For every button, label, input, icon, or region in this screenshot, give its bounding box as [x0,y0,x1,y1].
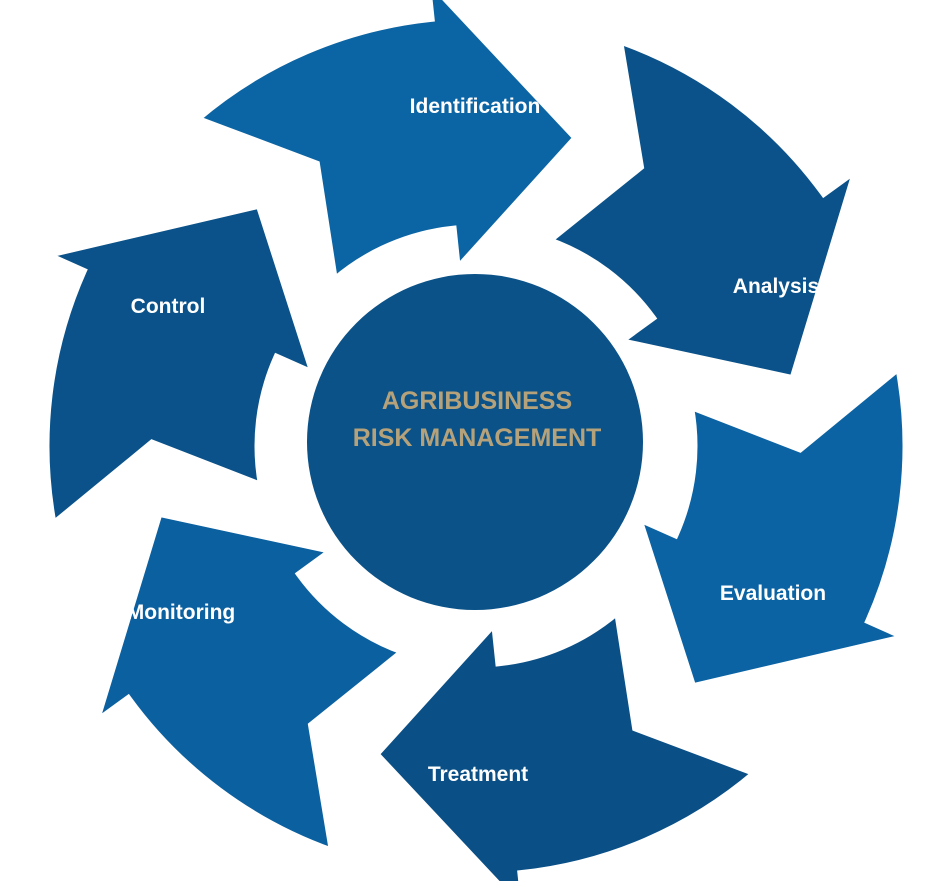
center-circle [307,274,643,610]
stage-arrow-evaluation [632,361,917,691]
stage-label-control: Control [131,295,206,318]
center-title-line-2: RISK MANAGEMENT [353,424,602,452]
center-title-line-1: AGRIBUSINESS [382,387,572,415]
stage-arrow-treatment [371,605,763,881]
stage-arrow-analysis [541,35,863,383]
stage-label-identification: Identification [410,95,541,118]
stage-label-monitoring: Monitoring [127,601,235,624]
cycle-labels: Identification Analysis Evaluation Treat… [127,95,826,786]
stage-label-treatment: Treatment [428,763,528,786]
stage-label-evaluation: Evaluation [720,582,826,605]
stage-arrow-control [35,201,320,531]
stage-arrow-identification [189,0,581,287]
stage-label-analysis: Analysis [733,275,819,298]
cycle-segments [35,0,917,881]
stage-arrow-monitoring [89,509,411,857]
